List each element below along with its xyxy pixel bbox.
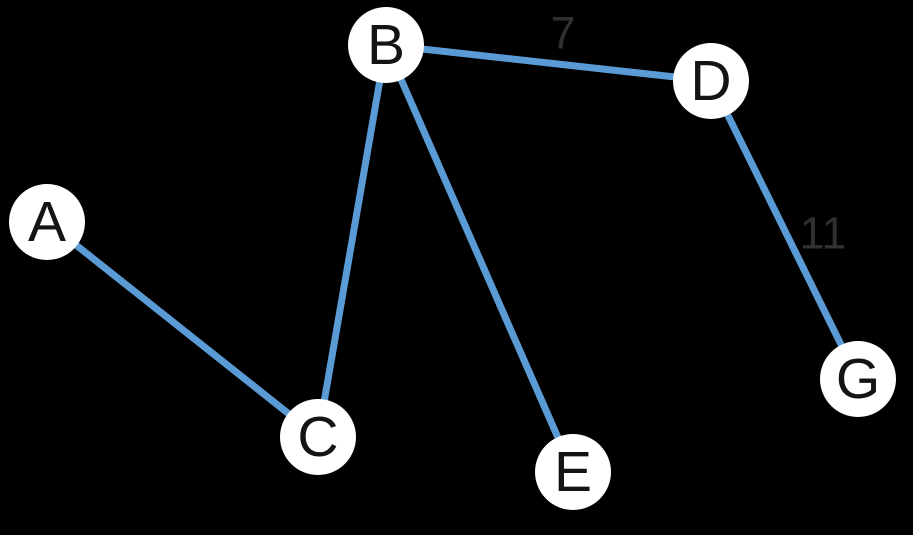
node-label-E: E [553, 439, 593, 504]
edge-weight-B-D: 7 [550, 7, 576, 59]
node-label-D: D [690, 48, 732, 113]
node-G: G [820, 341, 896, 417]
node-D: D [673, 43, 749, 119]
node-A: A [9, 184, 85, 260]
edge-B-C [314, 41, 390, 441]
edge-weight-D-G: 11 [799, 207, 847, 259]
node-label-G: G [835, 346, 881, 411]
node-label-A: A [27, 189, 67, 254]
edge-D-G [707, 77, 862, 383]
edge-B-D [382, 41, 715, 85]
edge-A-C [43, 218, 322, 441]
node-B: B [348, 7, 424, 83]
node-E: E [535, 434, 611, 510]
edge-B-E [382, 41, 577, 476]
node-label-B: B [366, 12, 406, 77]
node-label-C: C [297, 404, 339, 469]
node-C: C [280, 399, 356, 475]
